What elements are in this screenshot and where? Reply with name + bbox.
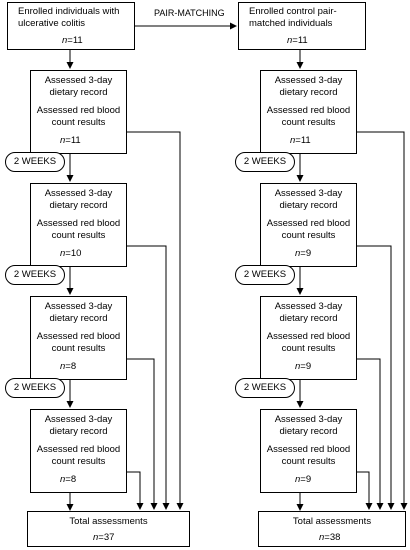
assessment-line: Assessed red blood [266,331,351,342]
assessment-line: dietary record [279,200,338,211]
left-enrolled-box: Enrolled individuals with ulcerative col… [7,2,135,50]
assessment-line: Assessed red blood [36,444,121,455]
left-route-visit2 [127,245,170,510]
assessment-line: Assessed red blood [36,331,121,342]
right-interval-pill-1: 2 WEEKS [235,152,295,172]
left-visit-4-n: n=8 [60,474,77,485]
right-enrolled-line2: matched individuals [249,18,333,29]
right-route-visit2 [357,245,395,510]
left-interval-pill-1: 2 WEEKS [5,152,65,172]
assessment-line: dietary record [279,313,338,324]
left-total-n: n=37 [93,532,115,543]
right-visit-box-3: Assessed 3-day dietary record Assessed r… [260,296,357,380]
left-visit-1-n: n=11 [60,135,81,146]
assessment-line: Assessed red blood [36,105,121,116]
left-visit-3-n: n=8 [60,361,77,372]
right-enrolled-line1: Enrolled control pair- [249,6,337,17]
right-enrolled-box: Enrolled control pair- matched individua… [238,2,366,50]
left-visit-box-4: Assessed 3-day dietary record Assessed r… [30,409,127,493]
assessment-line: dietary record [279,426,338,437]
pair-matching-label: PAIR-MATCHING [152,7,227,19]
left-visit-box-1: Assessed 3-day dietary record Assessed r… [30,70,127,154]
right-total-box: Total assessments n=38 [258,511,406,547]
right-visit-box-1: Assessed 3-day dietary record Assessed r… [260,70,357,154]
right-visit-box-4: Assessed 3-day dietary record Assessed r… [260,409,357,493]
assessment-line: dietary record [49,87,108,98]
left-total-box: Total assessments n=37 [27,511,190,547]
right-visit-2-n: n=9 [295,248,312,259]
assessment-line: count results [51,230,106,241]
left-enrolled-line2: ulcerative colitis [18,18,86,29]
assessment-line: Assessed 3-day [44,301,113,312]
right-visit-1-n: n=11 [290,135,311,146]
assessment-line: count results [51,343,106,354]
left-enrolled-n: n=11 [62,35,83,46]
assessment-line: Assessed 3-day [44,75,113,86]
assessment-line: count results [281,343,336,354]
right-visit-4-n: n=9 [295,474,312,485]
right-visit-box-2: Assessed 3-day dietary record Assessed r… [260,183,357,267]
assessment-line: dietary record [49,313,108,324]
right-route-visit4 [357,471,373,510]
assessment-line: dietary record [49,426,108,437]
right-interval-pill-2: 2 WEEKS [235,265,295,285]
assessment-line: Assessed 3-day [274,188,343,199]
right-visit-3-n: n=9 [295,361,312,372]
assessment-line: dietary record [279,87,338,98]
assessment-line: Assessed 3-day [44,414,113,425]
left-interval-pill-2: 2 WEEKS [5,265,65,285]
left-route-visit1 [127,131,184,510]
left-enrolled-line1: Enrolled individuals with [18,6,120,17]
assessment-line: Assessed red blood [266,105,351,116]
right-total-label: Total assessments [292,516,372,527]
right-enrolled-n: n=11 [287,35,308,46]
assessment-line: count results [281,230,336,241]
right-route-visit1 [357,131,408,510]
assessment-line: count results [281,117,336,128]
assessment-line: Assessed red blood [36,218,121,229]
assessment-line: Assessed 3-day [274,75,343,86]
left-visit-box-2: Assessed 3-day dietary record Assessed r… [30,183,127,267]
assessment-line: Assessed 3-day [274,414,343,425]
left-interval-pill-3: 2 WEEKS [5,378,65,398]
right-interval-pill-3: 2 WEEKS [235,378,295,398]
left-route-visit4 [127,471,144,510]
left-visit-box-3: Assessed 3-day dietary record Assessed r… [30,296,127,380]
left-visit-2-n: n=10 [60,248,82,259]
right-route-visit3 [357,358,384,510]
assessment-line: count results [51,117,106,128]
left-route-visit3 [127,358,158,510]
assessment-line: Assessed red blood [266,218,351,229]
assessment-line: count results [281,456,336,467]
assessment-line: Assessed 3-day [274,301,343,312]
right-total-n: n=38 [319,532,341,543]
assessment-line: Assessed 3-day [44,188,113,199]
left-total-label: Total assessments [69,516,148,527]
assessment-line: dietary record [49,200,108,211]
assessment-line: count results [51,456,106,467]
assessment-line: Assessed red blood [266,444,351,455]
